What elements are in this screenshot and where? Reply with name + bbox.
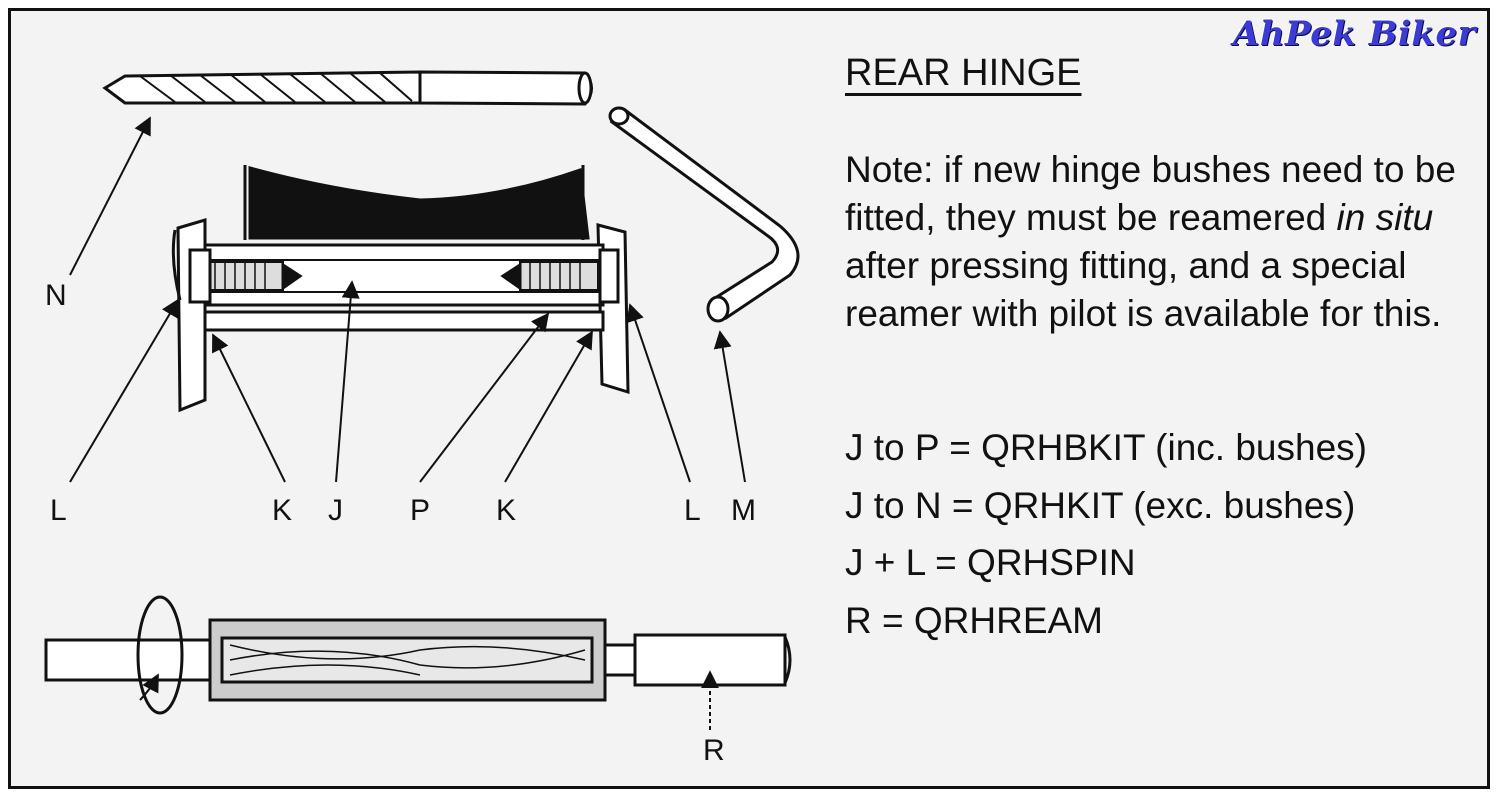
allen-key-m bbox=[608, 106, 800, 323]
label-r: R bbox=[703, 734, 725, 767]
page-title: REAR HINGE bbox=[845, 52, 1082, 94]
label-p: P bbox=[410, 494, 430, 527]
label-n: N bbox=[45, 279, 67, 312]
label-m: M bbox=[731, 494, 756, 527]
kit-line: J + L = QRHSPIN bbox=[845, 542, 1136, 583]
note-prefix: Note: if new hinge bushes need to be fit… bbox=[845, 149, 1456, 238]
reamer-r bbox=[44, 595, 792, 715]
kit-line: R = QRHREAM bbox=[845, 600, 1104, 641]
leader-lines bbox=[69, 116, 746, 730]
watermark-logo: AhPek Biker bbox=[1232, 14, 1476, 54]
kit-line: J to N = QRHKIT (exc. bushes) bbox=[845, 485, 1356, 526]
note-paragraph: Note: if new hinge bushes need to be fit… bbox=[845, 146, 1485, 338]
note-italic: in situ bbox=[1336, 197, 1434, 238]
label-l-right: L bbox=[684, 494, 701, 527]
label-l-left: L bbox=[50, 494, 67, 527]
drill-bit-n bbox=[102, 70, 593, 106]
note-suffix: after pressing fitting, and a special re… bbox=[845, 245, 1442, 334]
label-k-right: K bbox=[496, 494, 516, 527]
hinge-assembly bbox=[171, 165, 630, 413]
label-k-left: K bbox=[272, 494, 292, 527]
label-j: J bbox=[328, 494, 343, 527]
kit-line: J to P = QRHBKIT (inc. bushes) bbox=[845, 427, 1367, 468]
